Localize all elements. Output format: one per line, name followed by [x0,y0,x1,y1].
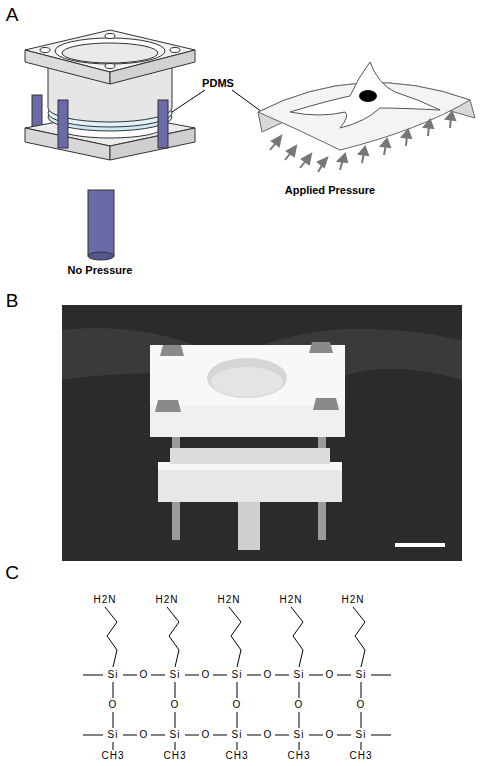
amine-group: H2N [92,595,117,605]
methyl-group: CH3 [100,751,125,761]
panel-letter: B [6,291,19,310]
oxygen-atom: O [325,730,336,740]
oxygen-atom: O [294,700,305,710]
panel-letter: A [6,5,19,24]
silicon-atom: Si [107,670,120,680]
amine-group: H2N [278,595,303,605]
oxygen-atom: O [139,730,150,740]
condition-label: Applied Pressure [285,185,375,196]
oxygen-atom: O [263,670,274,680]
pressure-device [25,30,195,260]
condition-label: No Pressure [68,265,133,276]
amine-group: H2N [154,595,179,605]
panel-letter: C [5,563,19,582]
amine-group: H2N [216,595,241,605]
device-photo [62,305,462,561]
silicon-atom: Si [169,670,182,680]
oxygen-atom: O [108,700,119,710]
silicon-atom: Si [293,670,306,680]
part-label: PDMS [202,78,234,89]
methyl-group: CH3 [286,751,311,761]
chemical-bonds [83,607,391,750]
silicon-atom: Si [293,730,306,740]
oxygen-atom: O [139,670,150,680]
oxygen-atom: O [356,700,367,710]
silicon-atom: Si [169,730,182,740]
silicon-atom: Si [355,670,368,680]
methyl-group: CH3 [224,751,249,761]
leader-line [172,90,262,112]
oxygen-atom: O [263,730,274,740]
oxygen-atom: O [201,730,212,740]
oxygen-atom: O [325,670,336,680]
silicon-atom: Si [355,730,368,740]
methyl-group: CH3 [348,751,373,761]
silicon-atom: Si [231,670,244,680]
oxygen-atom: O [201,670,212,680]
methyl-group: CH3 [162,751,187,761]
silicon-atom: Si [107,730,120,740]
amine-group: H2N [340,595,365,605]
silicon-atom: Si [231,730,244,740]
oxygen-atom: O [170,700,181,710]
oxygen-atom: O [232,700,243,710]
membrane-with-cell [258,62,475,150]
pressure-arrow [270,112,455,172]
